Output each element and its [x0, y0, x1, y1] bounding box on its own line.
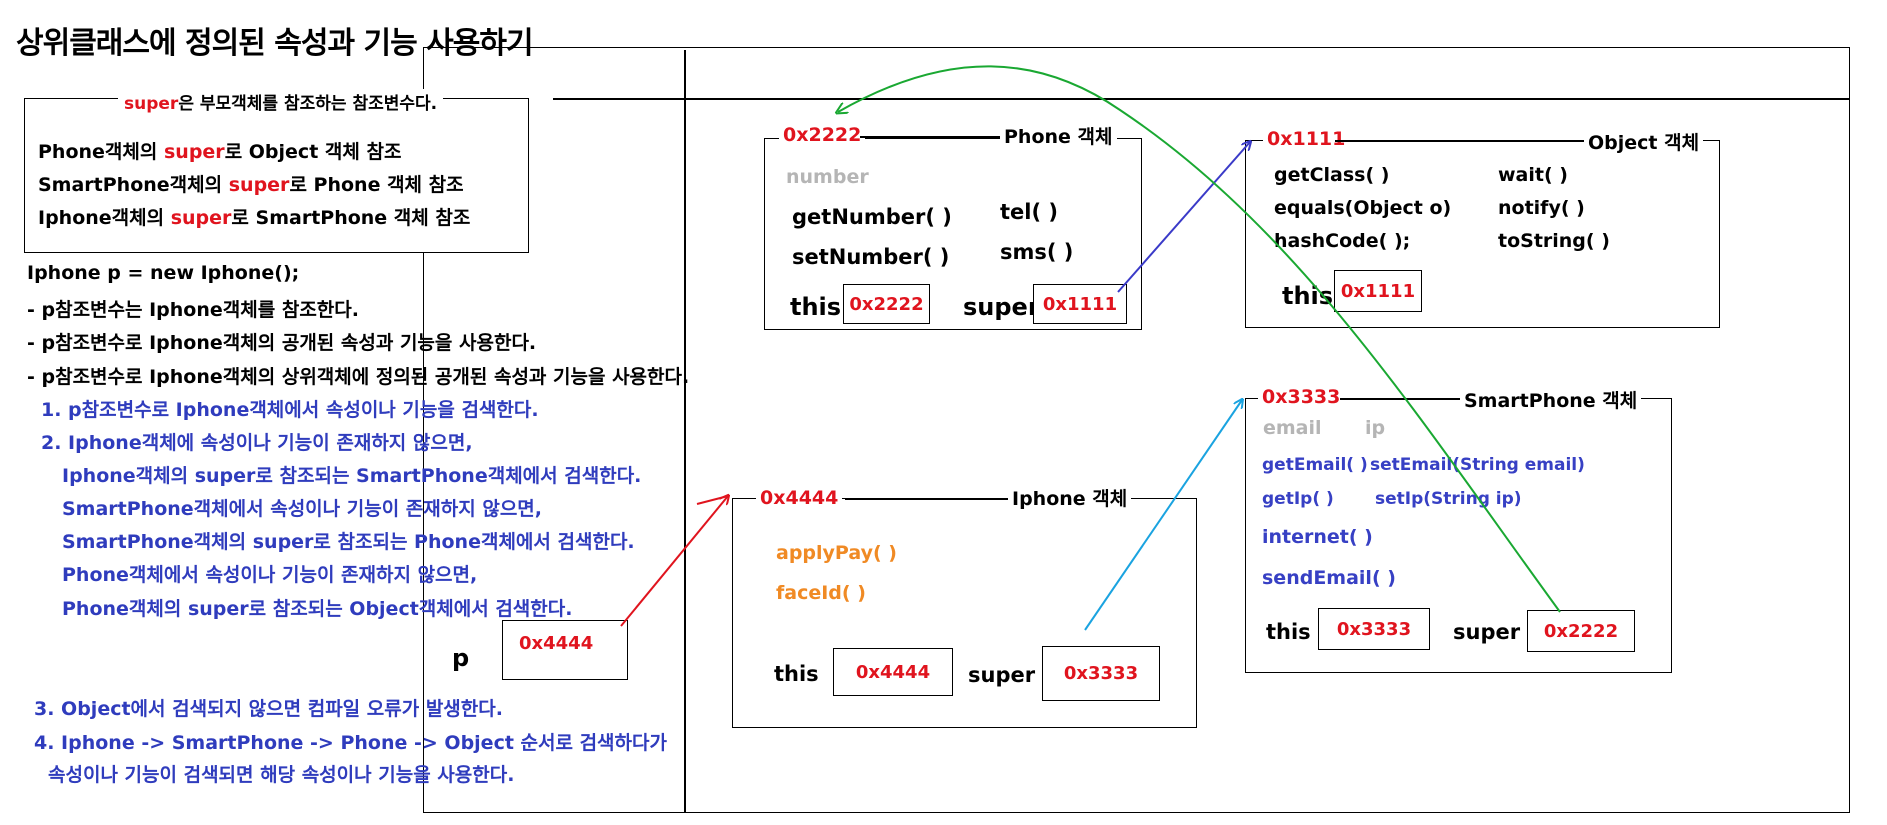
object-name: Object 객체 — [1584, 128, 1704, 155]
step-line: SmartPhone객체의 super로 참조되는 Phone객체에서 검색한다… — [62, 531, 635, 553]
smartphone-this-label: this — [1266, 620, 1311, 644]
smartphone-this-value: 0x3333 — [1318, 608, 1430, 650]
phone-method: setNumber( ) — [792, 245, 950, 269]
note-line: - p참조변수로 Iphone객체의 공개된 속성과 기능을 사용한다. — [27, 332, 537, 354]
super-note-line: SmartPhone객체의 super로 Phone 객체 참조 — [38, 174, 464, 196]
smartphone-super-value: 0x2222 — [1527, 610, 1635, 652]
object-method: getClass( ) — [1274, 164, 1390, 186]
phone-object — [764, 138, 1142, 330]
arrow-p-to-iphone-tail — [696, 495, 729, 505]
step-line: SmartPhone객체에서 속성이나 기능이 존재하지 않으면, — [62, 498, 542, 520]
iphone-super-value: 0x3333 — [1042, 646, 1160, 701]
smartphone-method: getIp( ) — [1262, 489, 1334, 509]
iphone-name: Iphone 객체 — [1008, 484, 1132, 511]
note-line: - p참조변수는 Iphone객체를 참조한다. — [27, 299, 359, 321]
smartphone-method: internet( ) — [1262, 526, 1373, 548]
heap-divider-vertical — [684, 50, 686, 812]
super-note-legend: super은 부모객체를 참조하는 참조변수다. — [118, 89, 444, 114]
iphone-this-value: 0x4444 — [833, 648, 953, 696]
step-line: 속성이나 기능이 검색되면 해당 속성이나 기능을 사용한다. — [48, 764, 515, 786]
object-legend-line — [1335, 140, 1585, 142]
arrow-p-to-iphone — [620, 496, 728, 627]
p-variable-label: p — [452, 644, 470, 672]
super-note-line: Iphone객체의 super로 SmartPhone 객체 참조 — [38, 207, 471, 229]
phone-super-label: super — [963, 293, 1040, 321]
smartphone-method: setIp(String ip) — [1375, 489, 1522, 509]
p-variable-box: 0x4444 — [502, 620, 628, 680]
heap-divider-horizontal — [553, 98, 1850, 100]
super-keyword: super — [124, 94, 179, 114]
arrow-phone-super-to-object — [1117, 142, 1250, 293]
step-line: 2. Iphone객체에 속성이나 기능이 존재하지 않으면, — [41, 432, 473, 454]
step-line: Iphone객체의 super로 참조되는 SmartPhone객체에서 검색한… — [62, 465, 642, 487]
phone-legend-line — [860, 136, 1000, 138]
super-note-box — [24, 98, 529, 253]
phone-name: Phone 객체 — [1000, 122, 1117, 149]
step-line: Phone객체의 super로 참조되는 Object객체에서 검색한다. — [62, 598, 573, 620]
object-method: hashCode( ); — [1274, 230, 1411, 252]
phone-method: sms( ) — [1000, 240, 1074, 264]
smartphone-method: getEmail( ) — [1262, 455, 1368, 475]
code-line: Iphone p = new Iphone(); — [27, 262, 300, 284]
phone-method: getNumber( ) — [792, 205, 952, 229]
note-line: - p참조변수로 Iphone객체의 상위객체에 정의된 공개된 속성과 기능을… — [27, 366, 690, 388]
iphone-method: applyPay( ) — [776, 542, 897, 564]
step-line: 3. Object에서 검색되지 않으면 컴파일 오류가 발생한다. — [34, 698, 503, 720]
super-note-legend-text: 은 부모객체를 참조하는 참조변수다. — [178, 94, 438, 114]
phone-this-value: 0x2222 — [843, 284, 930, 324]
page-title: 상위클래스에 정의된 속성과 기능 사용하기 — [16, 26, 534, 61]
smartphone-address: 0x3333 — [1258, 386, 1345, 408]
iphone-this-label: this — [774, 662, 819, 686]
arrow-smartphone-super-to-phone — [838, 65, 1561, 613]
phone-super-value: 0x1111 — [1033, 284, 1127, 324]
smartphone-method: setEmail(String email) — [1370, 455, 1585, 475]
smartphone-field: ip — [1365, 417, 1386, 439]
step-line: 4. Iphone -> SmartPhone -> Phone -> Obje… — [34, 732, 667, 754]
object-this-value: 0x1111 — [1334, 270, 1422, 312]
smartphone-legend-line — [1340, 398, 1460, 400]
object-method: wait( ) — [1498, 164, 1568, 186]
phone-field: number — [786, 166, 869, 188]
super-note-line: Phone객체의 super로 Object 객체 참조 — [38, 141, 402, 163]
iphone-super-label: super — [968, 663, 1036, 687]
iphone-method: faceId( ) — [776, 582, 866, 604]
smartphone-super-label: super — [1453, 620, 1521, 644]
object-method: notify( ) — [1498, 197, 1585, 219]
step-line: Phone객체에서 속성이나 기능이 존재하지 않으면, — [62, 564, 478, 586]
arrow-iphone-super-to-smartphone — [1084, 400, 1242, 631]
object-method: toString( ) — [1498, 230, 1610, 252]
heap-frame — [423, 47, 1850, 813]
phone-address: 0x2222 — [779, 124, 866, 146]
step-line: 1. p참조변수로 Iphone객체에서 속성이나 기능을 검색한다. — [41, 399, 539, 421]
smartphone-method: sendEmail( ) — [1262, 567, 1396, 589]
iphone-legend-line — [845, 498, 1010, 500]
smartphone-name: SmartPhone 객체 — [1460, 386, 1642, 413]
iphone-address: 0x4444 — [756, 487, 843, 509]
smartphone-field: email — [1263, 417, 1322, 439]
phone-this-label: this — [790, 293, 842, 321]
object-method: equals(Object o) — [1274, 197, 1452, 219]
phone-method: tel( ) — [1000, 200, 1058, 224]
object-address: 0x1111 — [1263, 128, 1350, 150]
